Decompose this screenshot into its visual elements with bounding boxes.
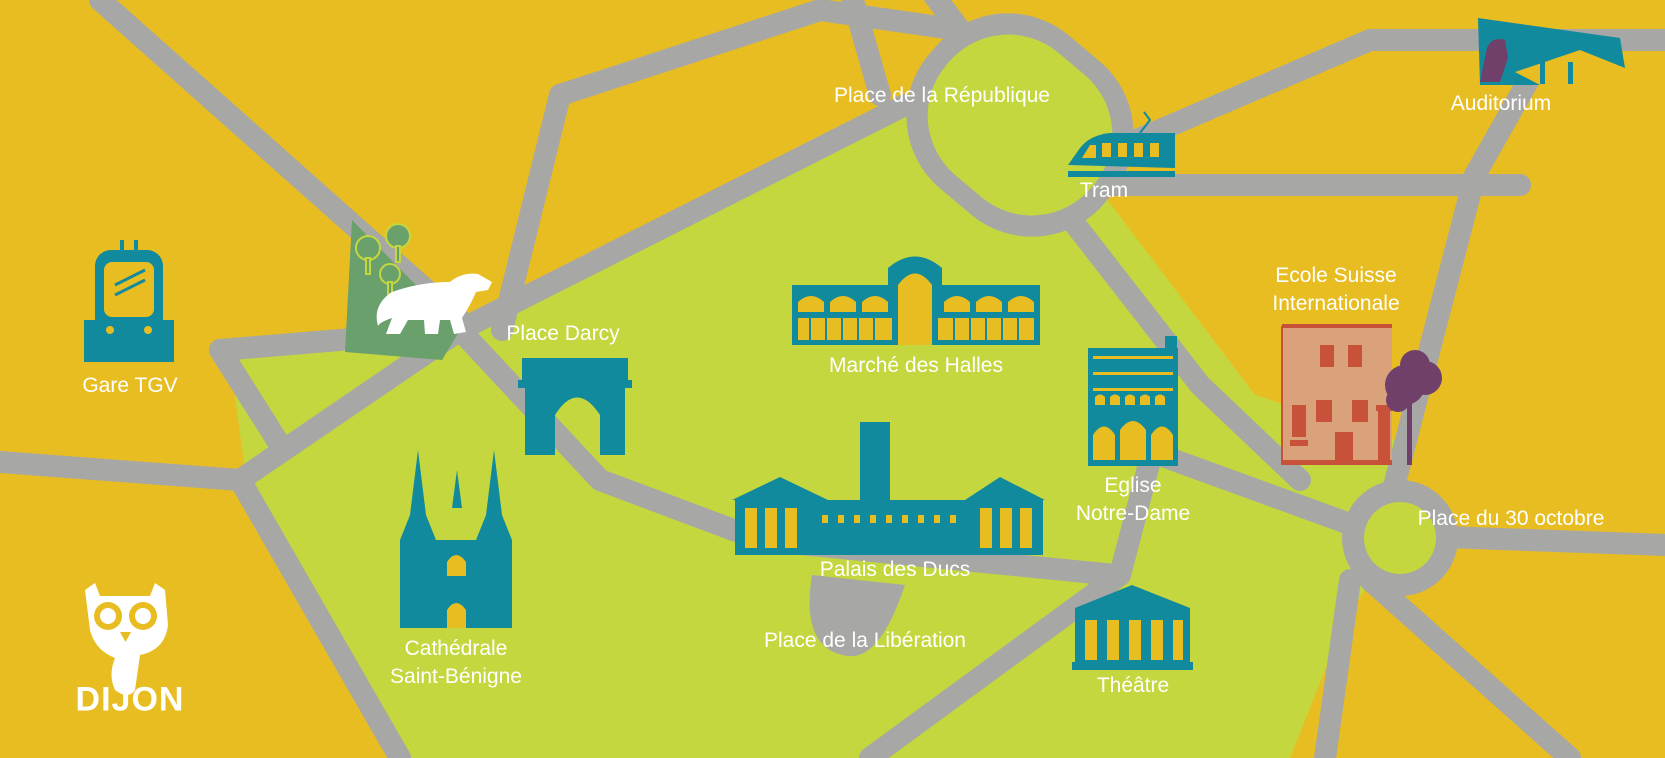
label-tram: Tram — [1079, 179, 1129, 202]
cathedral-icon — [400, 450, 512, 628]
label-palais-ducs: Palais des Ducs — [819, 558, 971, 581]
tree-icon — [355, 223, 411, 295]
label-ecole-suisse: Ecole Suisse Internationale — [1272, 264, 1400, 315]
tree-icon — [1385, 350, 1442, 465]
market-hall-icon — [792, 256, 1040, 345]
palace-icon — [732, 422, 1045, 555]
label-place-30-octobre: Place du 30 octobre — [1417, 507, 1605, 530]
theatre-icon — [1072, 585, 1193, 670]
church-icon — [1088, 336, 1178, 466]
city-name: DIJON — [75, 680, 185, 719]
label-auditorium: Auditorium — [1450, 92, 1552, 115]
label-theatre: Théâtre — [1096, 674, 1170, 697]
republique-roundabout — [906, 13, 1134, 237]
polar-bear-icon — [376, 273, 492, 334]
park-area — [345, 220, 492, 360]
school-building-icon — [1281, 324, 1442, 465]
tram-train-icon — [84, 240, 174, 362]
trente-octobre-roundabout — [1342, 480, 1458, 596]
label-place-republique: Place de la République — [834, 84, 1050, 107]
tram-icon — [1068, 111, 1175, 177]
arch-icon — [518, 358, 632, 455]
label-marche-halles: Marché des Halles — [829, 354, 1003, 377]
place-liberation-shape — [809, 575, 905, 657]
auditorium-icon — [1478, 18, 1625, 85]
label-gare-tgv: Gare TGV — [82, 374, 178, 397]
label-place-darcy: Place Darcy — [506, 322, 620, 345]
owl-logo-icon — [85, 583, 168, 695]
label-cathedrale: Cathédrale Saint-Bénigne — [390, 637, 522, 688]
label-eglise-notre-dame: Eglise Notre-Dame — [1075, 474, 1191, 525]
label-place-liberation: Place de la Libération — [764, 629, 966, 652]
